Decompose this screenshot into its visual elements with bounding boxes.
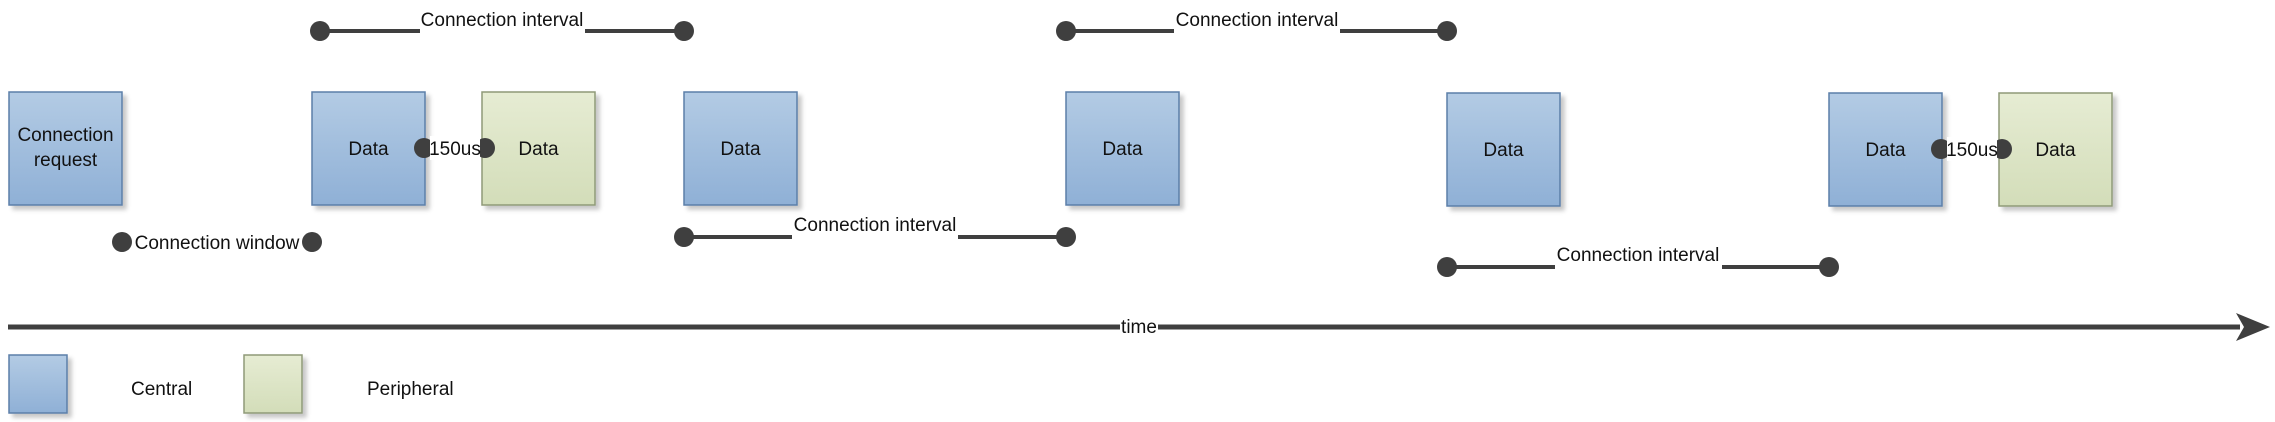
central-data-box [1446,92,1561,207]
ifs-label: 150us [1946,140,1998,161]
interval-start-dot [1437,257,1457,277]
interval-start-dot [674,227,694,247]
ifs-label-bg [1947,137,1997,161]
time-axis-label: time [1121,317,1157,338]
connection-request-label-line2: request [34,150,98,171]
window-end-dot [302,232,322,252]
data-label: Data [1483,140,1524,161]
time-axis: time [8,313,2270,341]
connection-window-marker: Connection window [112,232,322,254]
interval-end-dot [674,21,694,41]
legend-central-label: Central [131,379,192,400]
connection-interval-label: Connection interval [421,10,584,31]
central-data-box [1065,91,1180,206]
data-label: Data [720,139,761,160]
connection-window-label: Connection window [135,233,300,254]
interval-end-dot [1056,227,1076,247]
ifs-endpoint-dot [414,138,434,158]
peripheral-data-box [1998,92,2113,207]
legend: Central Peripheral [8,354,454,414]
central-data-box [311,91,426,206]
packet-boxes: Connection request Data Data Data Data D… [8,91,2113,207]
ifs-label: 150us [429,139,481,160]
interval-start-dot [1056,21,1076,41]
connection-intervals: Connection interval Connection interval … [310,10,1839,277]
ifs-endpoint-dot [1931,139,1951,159]
central-data-box [683,91,798,206]
time-axis-arrowhead [2236,313,2270,341]
data-label: Data [2035,140,2076,161]
data-label: Data [518,139,559,160]
interval-end-dot [1819,257,1839,277]
interval-start-dot [310,21,330,41]
central-data-box [1828,92,1943,207]
legend-central-swatch [8,354,68,414]
interval-end-dot [1437,21,1457,41]
data-label: Data [1102,139,1143,160]
data-label: Data [1865,140,1906,161]
ifs-label-bg [430,136,480,160]
connection-interval-label: Connection interval [1176,10,1339,31]
legend-peripheral-label: Peripheral [367,379,454,400]
peripheral-data-box [481,91,596,206]
connection-request-label-line1: Connection [17,125,113,146]
connection-interval-label: Connection interval [794,215,957,236]
connection-interval-label: Connection interval [1557,245,1720,266]
connection-request-box [8,91,123,206]
legend-peripheral-swatch [243,354,303,414]
ifs-connectors: 150us 150us [414,136,2012,161]
window-start-dot [112,232,132,252]
data-label: Data [348,139,389,160]
